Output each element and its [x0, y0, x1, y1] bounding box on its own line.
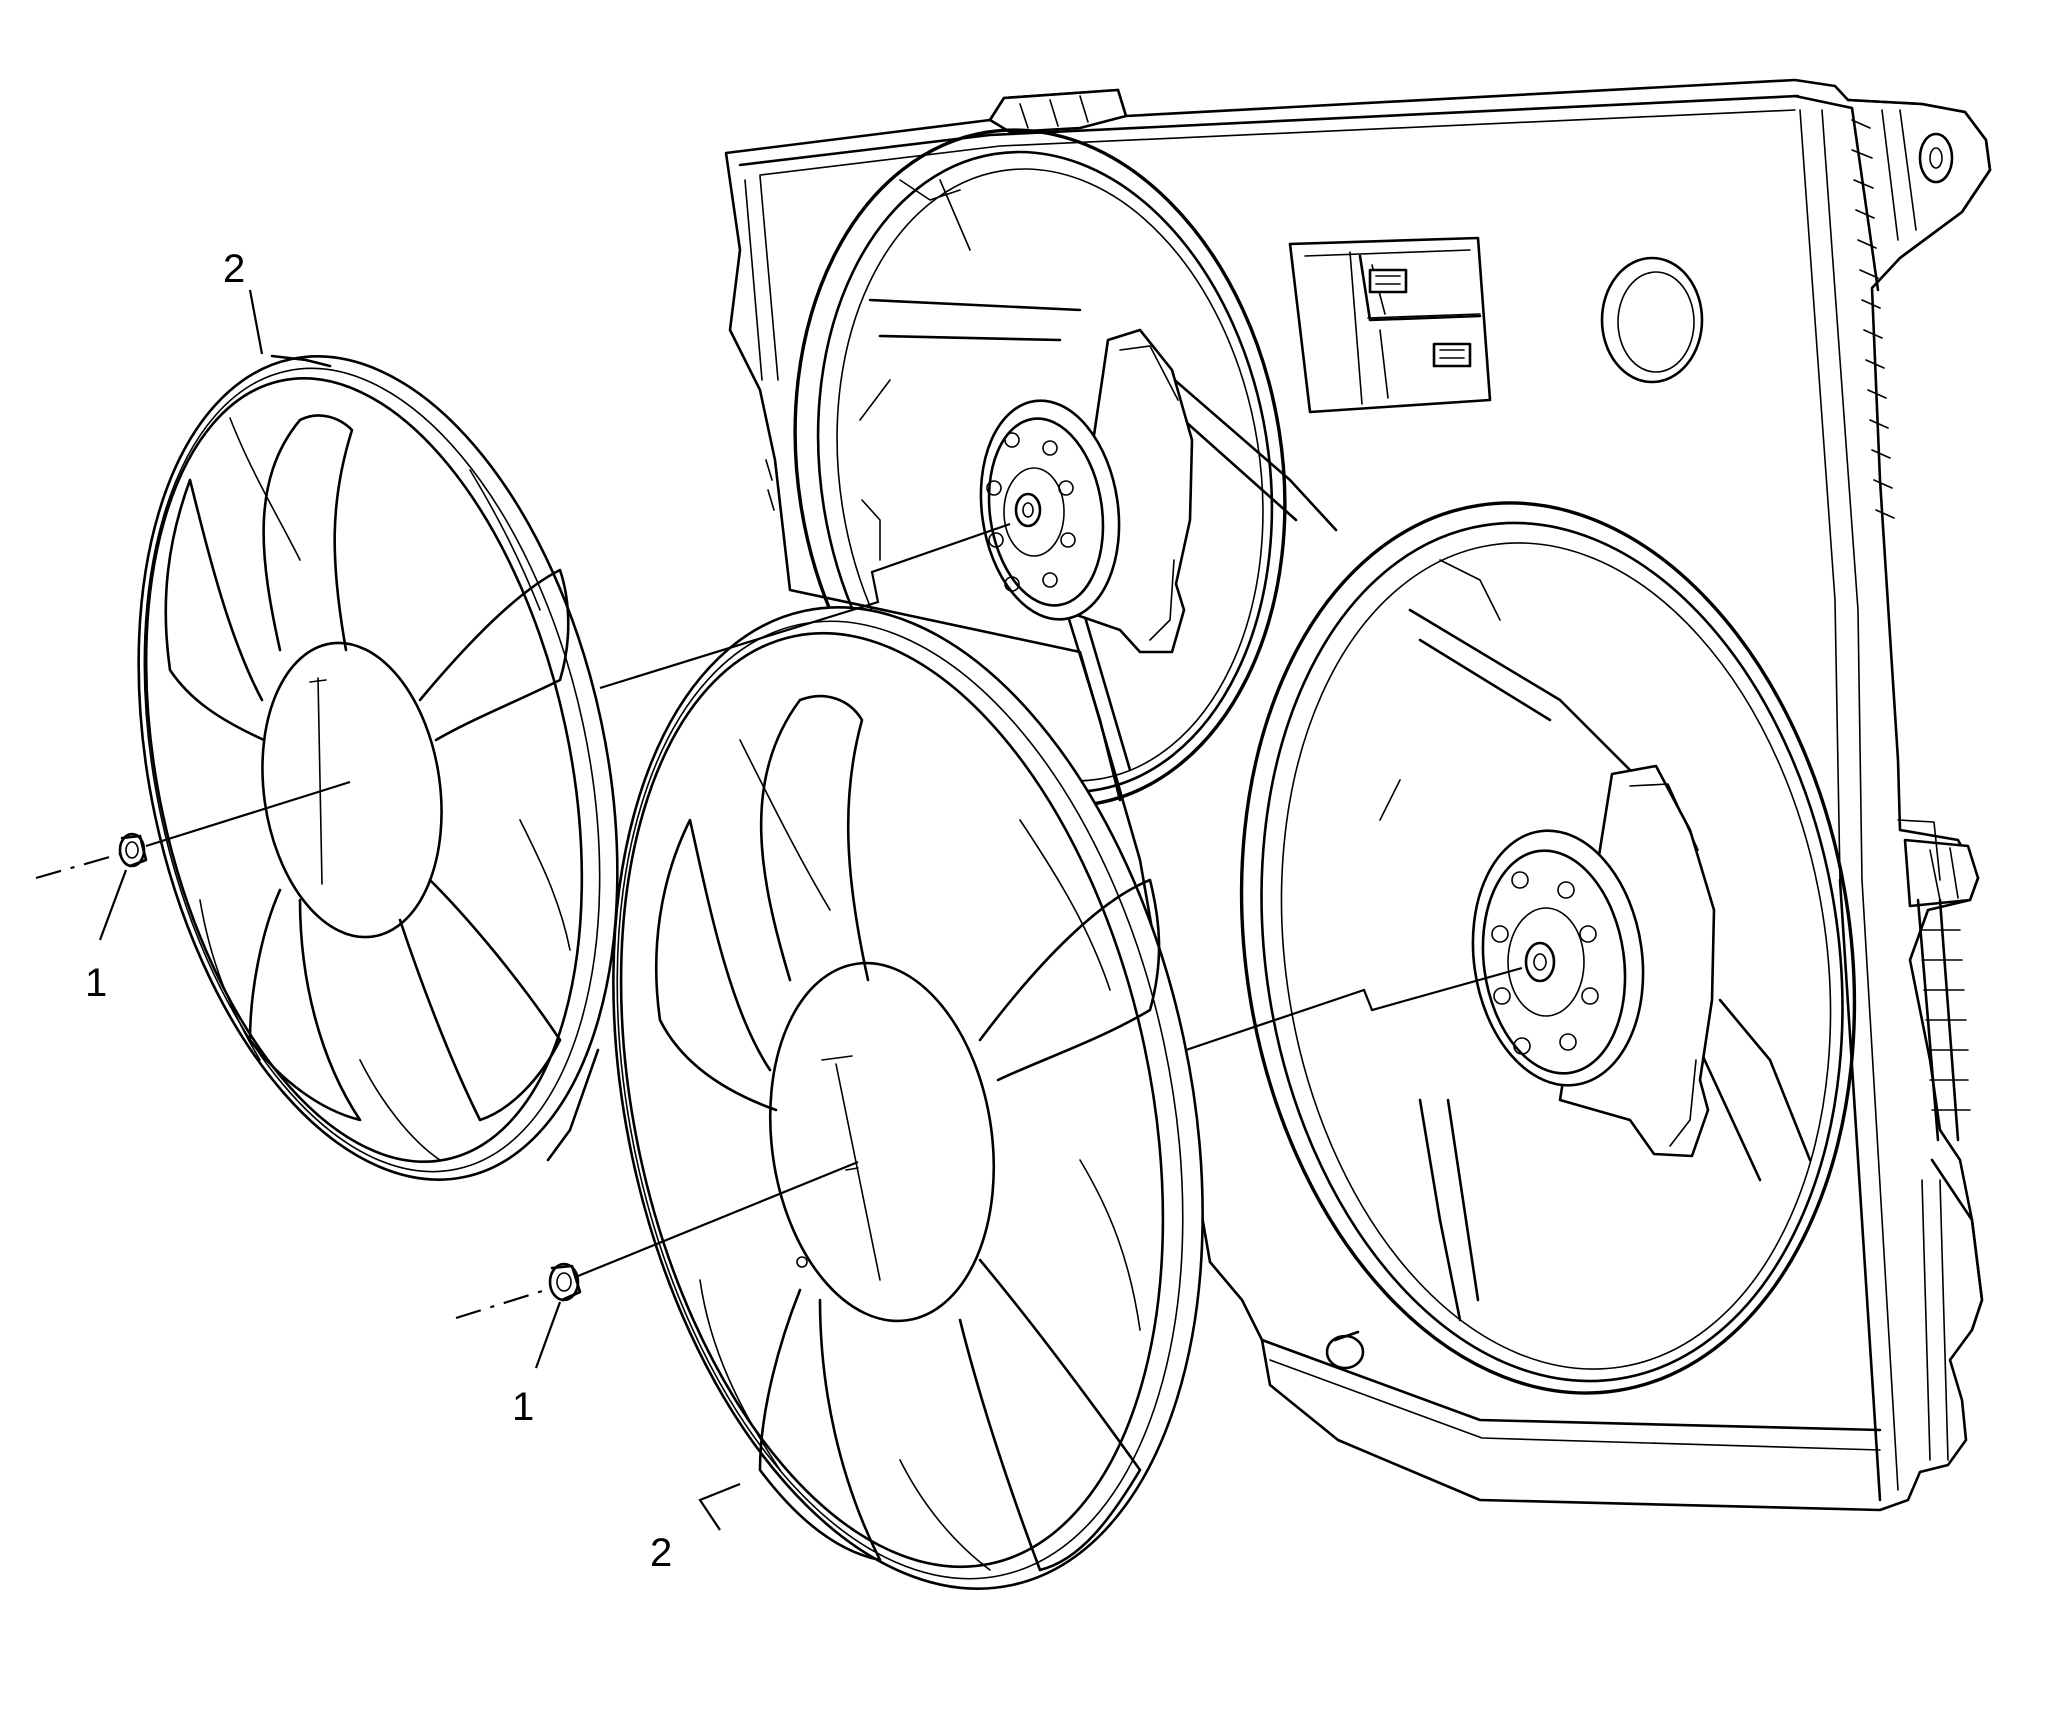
lower-fan-motor [1471, 764, 1716, 1158]
alignment-lines [35, 522, 1523, 1320]
callout-leaders [98, 289, 741, 1531]
hex-nut-right [548, 1262, 582, 1302]
callout-nut-right: 1 [512, 1385, 534, 1429]
lower-fan-opening [1239, 501, 1857, 1395]
callout-fan-left: 2 [223, 247, 245, 291]
fan-blade-right [612, 606, 1204, 1590]
callout-nut-left: 1 [85, 961, 107, 1005]
fan-blade-left [137, 354, 619, 1181]
hex-nut-left [118, 832, 148, 868]
callout-fan-right: 2 [650, 1531, 672, 1575]
upper-fan-motor [979, 328, 1194, 654]
